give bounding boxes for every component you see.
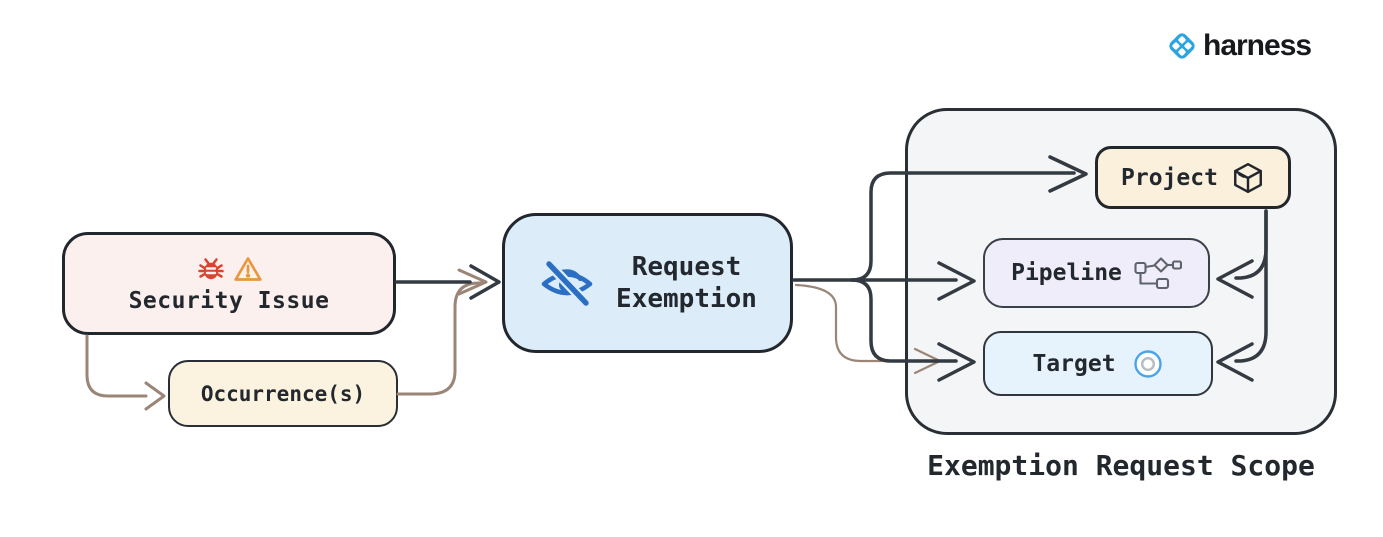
project-label: Project [1121,164,1218,191]
warning-icon [233,254,263,284]
harness-brand-text: harness [1203,29,1312,62]
target-node: Target [983,331,1213,396]
harness-logo: harness [1167,29,1312,62]
edge-security-to-occurrences [85,334,166,411]
bug-icon [196,254,226,284]
target-icon [1132,348,1164,380]
edge-occurrences-to-request [396,268,488,396]
pipeline-icon [1134,256,1182,290]
pipeline-label: Pipeline [1011,260,1122,286]
security-issue-node: Security Issue [62,232,396,335]
harness-logo-icon [1167,31,1197,61]
edge-security-to-request [395,264,501,300]
security-issue-label: Security Issue [128,287,330,314]
occurrences-node: Occurrence(s) [168,360,398,427]
project-node: Project [1095,146,1291,209]
occurrences-label: Occurrence(s) [200,381,366,406]
request-exemption-label: Request Exemption [616,251,757,315]
pipeline-node: Pipeline [983,238,1210,308]
scope-caption: Exemption Request Scope [927,449,1315,482]
eye-off-icon [538,256,596,310]
package-icon [1231,161,1265,195]
request-exemption-node: Request Exemption [502,213,793,353]
target-label: Target [1032,350,1116,377]
security-issue-icons [196,254,263,284]
